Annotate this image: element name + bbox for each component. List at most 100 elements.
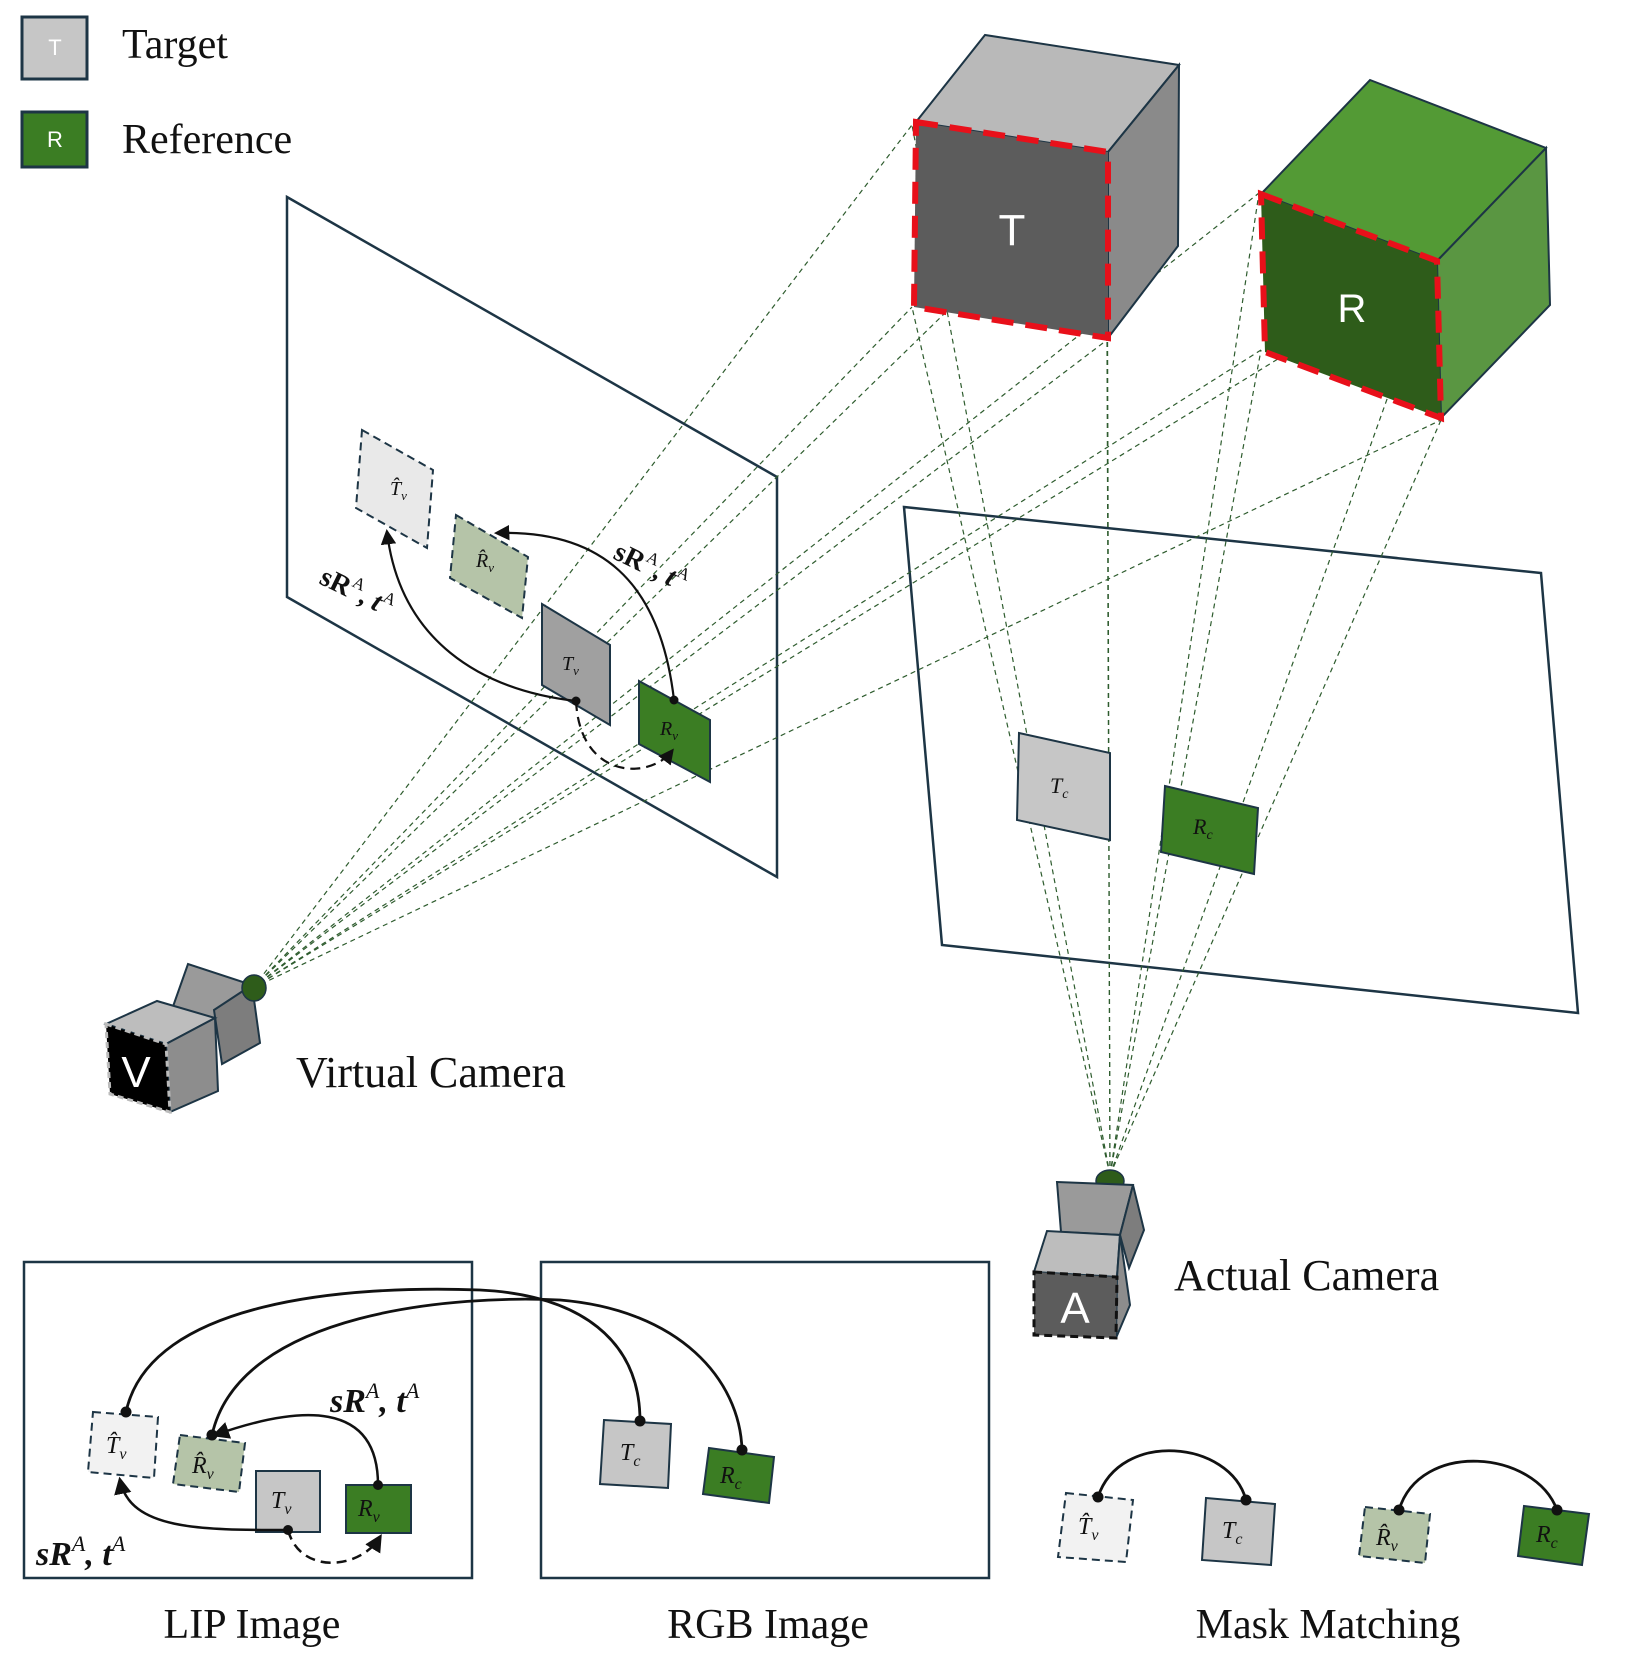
svg-text:Tv: Tv [562,653,579,678]
virtual-mask-r-hat-letter: R̂ [475,549,488,572]
lip-transform-s-r-top: sR [329,1383,366,1420]
virtual-plane-arrows [380,524,679,770]
lip-transform-sup-a-bottom: A [70,1531,86,1556]
match-mask-r-c-letter: R [1535,1522,1551,1548]
lip-transform-sup-a-top: A [364,1378,380,1403]
svg-text:Tc: Tc [1050,773,1069,802]
svg-text:Rv: Rv [357,1496,381,1526]
actual-camera-label: Actual Camera [1174,1251,1439,1300]
rgb-mask-r: Rc [701,1446,776,1505]
actual-camera: A [1032,1169,1146,1340]
lip-transform-label-bottom: sRA, tA [35,1531,126,1573]
lip-arrow-to-t-hat [114,1476,289,1532]
virtual-mask-t: Tv [541,602,611,727]
svg-text:R̂v: R̂v [191,1452,215,1483]
virtual-transform-label-right: sRA, tA [609,534,694,599]
match-arc-r [1397,1459,1559,1511]
transform-s-r-left: sR [315,561,357,603]
target-cube: T [910,33,1181,342]
virtual-camera-body-front [104,1021,172,1115]
actual-camera-letter: A [1060,1284,1090,1333]
svg-text:Rc: Rc [1535,1522,1558,1552]
virtual-mask-r: Rv [638,679,711,784]
lip-mask-r-subscript: v [373,1509,381,1526]
virtual-camera-lens-side [212,983,262,1066]
virtual-mask-t-letter: T [562,653,575,675]
svg-text:Rc: Rc [1192,814,1213,843]
virtual-mask-t-hat-letter: T̂ [390,477,403,500]
virtual-camera-lens-icon [241,974,267,1002]
virtual-dashed-arrow [574,700,674,770]
lip-arrows [114,1413,383,1564]
projection-lines [252,124,1442,1176]
match-mask-t-c-letter: T [1222,1518,1237,1544]
virtual-mask-t-hat: T̂v [354,428,435,550]
lip-transform-t-bottom: t [102,1536,113,1573]
match-mask-t-hat: T̂v [1056,1491,1135,1564]
lip-mask-t: Tv [255,1470,321,1533]
match-mask-r-hat: R̂v [1357,1505,1432,1565]
virtual-arrow-origin-dot-r [669,695,679,705]
rgb-mask-r-subscript: c [735,1476,742,1493]
virtual-mask-r-letter: R [659,718,672,740]
match-mask-t-hat-subscript: v [1091,1527,1099,1544]
arc-r-hat-to-r-c [210,1297,744,1451]
svg-text:T̂v: T̂v [1078,1513,1099,1544]
virtual-image-plane [285,194,779,880]
legend-swatch-reference [20,110,89,169]
svg-text:Tc: Tc [1222,1518,1242,1548]
legend: T Target R Reference [20,15,292,169]
lip-mask-r-hat-letter: R̂ [191,1452,207,1479]
legend-item-reference: R Reference [20,110,292,169]
mask-matching-label: Mask Matching [1196,1602,1461,1648]
legend-swatch-target [20,15,89,81]
lip-transform-sep-top: , [378,1383,396,1420]
actual-mask-t-letter: T [1050,773,1064,798]
lip-transform-label-top: sRA, tA [329,1378,420,1420]
reference-cube-front-face [1257,189,1445,423]
virtual-plane-masks: T̂v R̂v Tv Rv [354,428,711,784]
svg-text:R̂v: R̂v [1375,1524,1399,1555]
legend-swatch-letter-reference: R [47,127,63,152]
lip-image-panel [22,1260,474,1580]
virtual-arrow-to-r-hat [493,524,676,701]
virtual-mask-r-hat-subscript: v [488,560,494,575]
lip-transform-t-sup-bottom: A [110,1531,126,1556]
virtual-mask-r-subscript: v [672,728,678,743]
svg-text:Tv: Tv [271,1488,292,1518]
virtual-camera-label: Virtual Camera [296,1048,566,1097]
virtual-mask-t-subscript: v [573,663,579,678]
svg-text:R̂v: R̂v [475,549,494,575]
match-arc-t [1096,1449,1248,1501]
match-mask-t-c: Tc [1200,1496,1277,1567]
rgb-mask-t: Tc [598,1418,673,1490]
virtual-mask-t-hat-subscript: v [401,488,407,503]
actual-image-plane [902,505,1580,1015]
actual-plane-masks: Tc Rc [1015,731,1260,876]
match-mask-t-hat-letter: T̂ [1078,1513,1093,1540]
target-cube-front-face [910,118,1111,342]
rgb-mask-t-letter: T [620,1440,635,1466]
rgb-mask-t-subscript: c [633,1453,640,1470]
actual-mask-r-subscript: c [1206,828,1213,843]
actual-mask-r: Rc [1159,784,1260,876]
legend-item-target: T Target [20,15,228,81]
svg-text:T̂v: T̂v [106,1432,127,1463]
rgb-masks: Tc Rc [598,1418,776,1505]
lip-transform-s-r-bottom: sR [35,1536,72,1573]
rgb-image-panel [539,1260,991,1580]
legend-swatch-letter-target: T [48,35,61,60]
svg-text:sRA, tA: sRA, tA [315,559,400,624]
svg-text:Rv: Rv [659,718,678,743]
reference-cube-letter: R [1338,287,1367,331]
svg-text:T̂v: T̂v [390,477,407,503]
virtual-mask-r-hat: R̂v [448,513,530,620]
lip-mask-t-hat-letter: T̂ [106,1432,121,1459]
match-arcs [1092,1449,1563,1516]
svg-text:sRA, tA: sRA, tA [609,534,694,599]
match-mask-r-hat-letter: R̂ [1375,1524,1391,1551]
legend-label-reference: Reference [122,117,292,163]
rgb-mask-r-letter: R [719,1463,735,1489]
target-cube-letter: T [999,206,1026,255]
